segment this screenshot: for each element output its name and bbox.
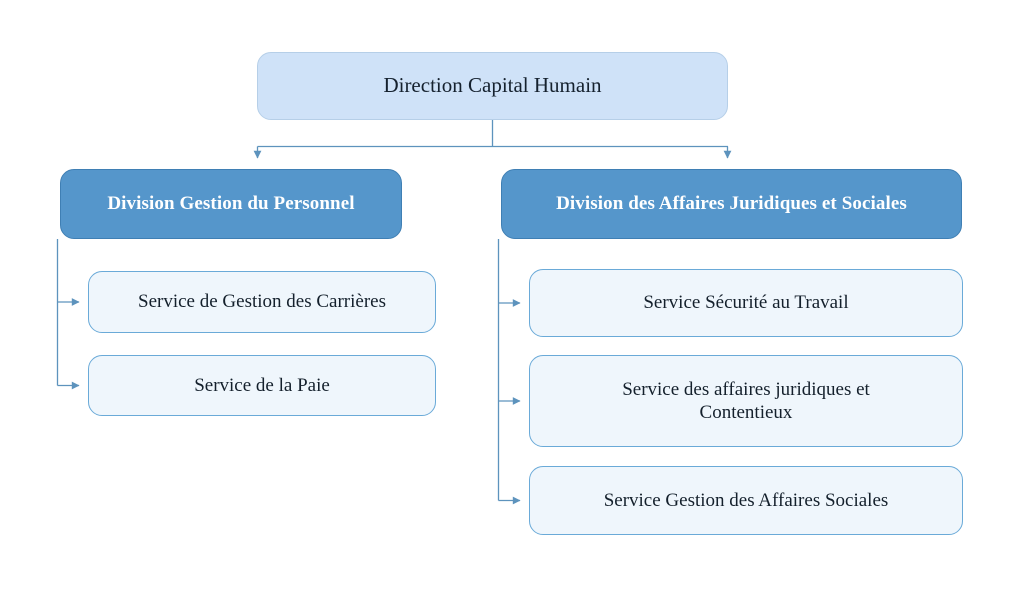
node-label: Service Gestion des Affaires Sociales xyxy=(603,489,889,511)
node-label: Service Sécurité au Travail xyxy=(643,292,849,314)
node-service-gestion-carrieres[interactable]: Service de Gestion des Carrières xyxy=(88,271,436,333)
node-service-affaires-juridiques-contentieux[interactable]: Service des affaires juridiques et Conte… xyxy=(529,355,963,447)
node-label: Service des affaires juridiques et Conte… xyxy=(622,378,870,423)
node-direction-capital-humain[interactable]: Direction Capital Humain xyxy=(257,52,728,120)
node-label: Division Gestion du Personnel xyxy=(107,193,355,215)
node-service-securite-travail[interactable]: Service Sécurité au Travail xyxy=(529,269,963,337)
node-service-gestion-affaires-sociales[interactable]: Service Gestion des Affaires Sociales xyxy=(529,466,963,535)
node-service-paie[interactable]: Service de la Paie xyxy=(88,355,436,416)
node-label: Direction Capital Humain xyxy=(383,73,602,98)
node-division-affaires-juridiques-sociales[interactable]: Division des Affaires Juridiques et Soci… xyxy=(501,169,962,239)
node-label: Division des Affaires Juridiques et Soci… xyxy=(556,193,907,215)
node-division-gestion-personnel[interactable]: Division Gestion du Personnel xyxy=(60,169,402,239)
node-label: Service de Gestion des Carrières xyxy=(138,291,386,313)
node-label: Service de la Paie xyxy=(194,374,330,396)
